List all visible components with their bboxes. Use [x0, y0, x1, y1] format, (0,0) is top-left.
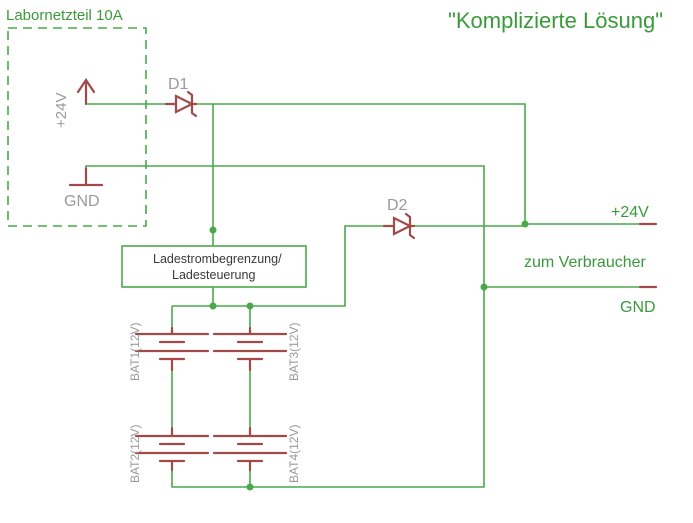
junction-d1-controller: [209, 226, 217, 234]
charge-controller-line2: Ladesteuerung: [172, 268, 255, 282]
schematic-title: "Komplizierte Lösung": [448, 8, 663, 33]
battery-bat3-label: BAT3(12V): [287, 323, 301, 381]
diode-d2-label: D2: [387, 197, 408, 214]
battery-bat3-icon: [212, 326, 288, 372]
battery-bat4-label: BAT4(12V): [287, 425, 301, 483]
charge-controller-box: [121, 245, 307, 288]
power-supply-frame: [7, 27, 147, 227]
battery-bat2-label: BAT2(12V): [128, 425, 142, 483]
junction-bank-top: [209, 302, 217, 310]
wire-controller-to-bank: [172, 225, 384, 307]
battery-bat2-icon: [134, 426, 210, 472]
supply-ground-icon: [68, 166, 104, 187]
supply-plus-arrow-icon: [76, 78, 96, 106]
supply-plus-label: +24V: [53, 93, 70, 128]
output-consumer-label: zum Verbraucher: [524, 254, 647, 271]
battery-bat1-label: BAT1(12V): [128, 323, 142, 381]
junction-bank-bottom: [246, 483, 254, 491]
junction-output-gnd: [480, 283, 488, 291]
junction-bank-right: [246, 302, 254, 310]
battery-bat4-icon: [212, 426, 288, 472]
wire-gnd-to-output: [85, 165, 485, 488]
supply-gnd-label: GND: [64, 193, 100, 210]
wire-d1-to-output: [196, 103, 640, 225]
battery-bat1-icon: [134, 326, 210, 372]
diode-d1-label: D1: [168, 76, 189, 93]
output-plus-label: +24V: [611, 204, 649, 221]
charge-controller-line1: Ladestrombegrenzung/: [153, 252, 282, 266]
power-supply-name: Labornetzteil 10A: [6, 7, 123, 24]
diode-d2-icon: [382, 212, 416, 240]
diode-d1-icon: [164, 90, 198, 118]
output-gnd-label: GND: [620, 299, 656, 316]
junction-output-plus: [521, 220, 529, 228]
